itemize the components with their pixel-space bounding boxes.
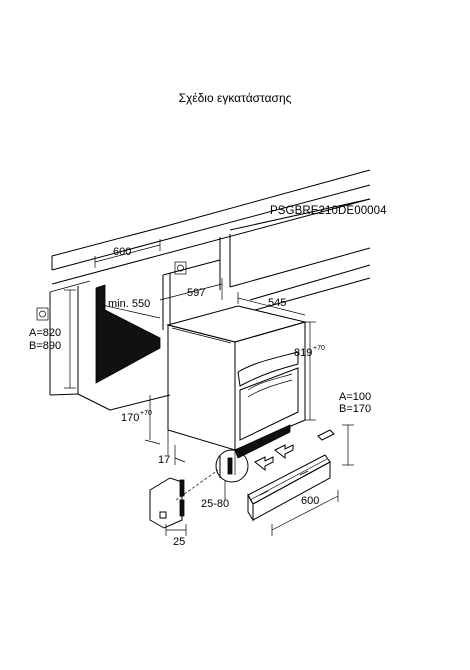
dim-600-plinth: 600: [301, 495, 319, 507]
dim-819: 819: [294, 347, 312, 359]
dim-b-170: B=170: [339, 403, 371, 415]
arrow-icon: [254, 444, 294, 472]
plinth-panel: [247, 454, 331, 522]
page-title: Σχέδιο εγκατάστασης: [178, 91, 292, 105]
worktop-lines: [49, 169, 371, 311]
dim-25-80: 25-80: [201, 498, 229, 510]
drawing-code: PSGBRE210DE00004: [270, 205, 387, 217]
refrigerator-unit: [166, 305, 307, 475]
dim-600-niche: 600: [113, 246, 131, 258]
dim-170-tolerance: +70: [140, 410, 152, 417]
dim-b-890: B=890: [29, 340, 61, 352]
dim-170: 170: [121, 412, 139, 424]
right-cabinet: [162, 259, 221, 330]
dim-819-tolerance: +70: [313, 345, 325, 352]
dim-597: 597: [187, 287, 205, 299]
clip-part: [317, 429, 335, 441]
niche-shadow: [95, 284, 161, 384]
dimension-lines: [64, 239, 354, 536]
dim-min-550: min. 550: [108, 298, 150, 310]
hinge-detail: [149, 449, 249, 529]
dim-17: 17: [158, 454, 170, 466]
dim-545: 545: [268, 297, 286, 309]
dim-a-100: A=100: [339, 391, 371, 403]
dim-25: 25: [173, 536, 185, 548]
socket-icon: [174, 261, 187, 275]
dim-a-820: A=820: [29, 327, 61, 339]
left-cabinet: [49, 284, 171, 411]
socket-icon: [36, 307, 49, 321]
